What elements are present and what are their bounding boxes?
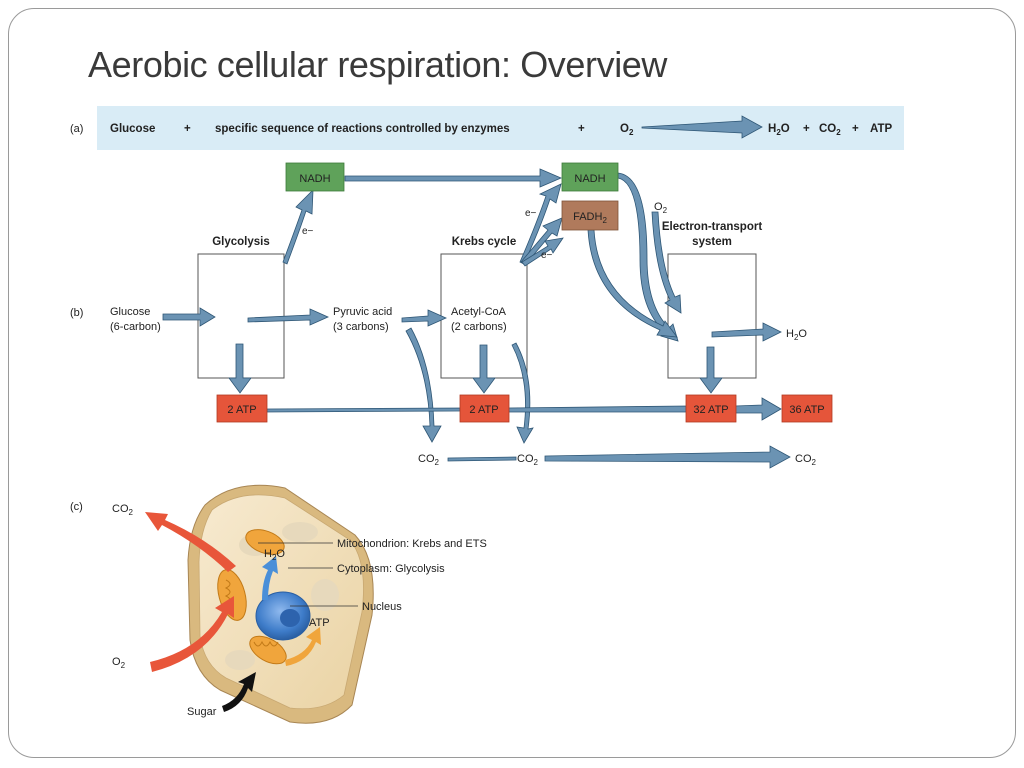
slide-title: Aerobic cellular respiration: Overview	[88, 44, 668, 85]
panel-a-letter: (a)	[70, 123, 83, 135]
atp-label-total: 36 ATP	[789, 404, 824, 416]
atp-line-1	[266, 407, 461, 413]
label-nucleus: Nucleus	[362, 601, 402, 613]
mitochondrion-top	[245, 529, 285, 555]
flow-arrows	[162, 168, 791, 469]
arrow-to-pyruvic	[247, 308, 329, 326]
panel-a-plus-2: +	[578, 123, 585, 135]
mitochondrion-bottom-cristae	[253, 640, 279, 647]
fadh-label: FADH2	[573, 211, 607, 225]
panel-a-reaction-arrow	[641, 115, 763, 139]
arrow-to-acetyl	[401, 309, 447, 327]
atp-box-total	[781, 394, 833, 423]
vesicle-4	[225, 650, 255, 670]
panel-a-glucose: Glucose	[110, 123, 155, 135]
ets-o2-label: O2	[654, 201, 668, 215]
acetyl-label-line1: Acetyl-CoA	[451, 306, 507, 318]
mitochondria	[217, 529, 287, 665]
panel-b-letter: (b)	[70, 307, 83, 319]
acetyl-label-line2: (2 carbons)	[451, 321, 507, 333]
panel-a: (a) Glucose + specific sequence of react…	[70, 106, 904, 150]
atp-label-krebs: 2 ATP	[469, 404, 498, 416]
nadh-box-krebs	[561, 162, 619, 192]
ets-h2o-label: H2O	[786, 328, 807, 342]
electron-label-krebs-1: e−	[525, 208, 537, 219]
panel-a-plus-3: +	[803, 123, 810, 135]
atp-label-glycolysis: 2 ATP	[227, 404, 256, 416]
co2-label-1: CO2	[418, 453, 440, 467]
nucleolus	[280, 609, 300, 627]
cell-atp-label: ATP	[309, 617, 330, 629]
arrow-to-36atp	[734, 397, 782, 421]
pyruvic-label-line2: (3 carbons)	[333, 321, 389, 333]
cell-o2-label: O2	[112, 656, 126, 670]
panel-a-atp: ATP	[870, 123, 892, 135]
arrow-atp-out	[285, 627, 321, 666]
atp-line-2	[507, 405, 687, 413]
arrow-ets-atp	[699, 346, 723, 394]
arrow-glycolysis-atp	[228, 343, 252, 394]
arrow-ets-h2o	[711, 322, 782, 342]
panel-c-letter: (c)	[70, 501, 83, 513]
arrow-glucose-in	[162, 307, 216, 327]
arrow-krebs-atp	[472, 344, 496, 394]
vesicle-2	[282, 522, 318, 542]
atp-box-glycolysis	[216, 394, 268, 423]
vesicle-3	[311, 579, 339, 611]
arrow-co2-out	[544, 445, 791, 469]
arrow-fadh-ets	[587, 229, 678, 338]
panel-b: (b) Glycolysis Krebs cycle Electron-tran…	[70, 162, 833, 469]
co2-label-3: CO2	[795, 453, 817, 467]
arrow-krebs-nadh	[519, 183, 562, 265]
atp-box-ets	[685, 394, 737, 423]
label-mitochondrion: Mitochondrion: Krebs and ETS	[337, 538, 487, 550]
electron-label-glycolysis: e−	[302, 226, 314, 237]
label-cytoplasm: Cytoplasm: Glycolysis	[337, 563, 445, 575]
pyruvic-label-line1: Pyruvic acid	[333, 306, 392, 318]
arrow-co2-out	[145, 512, 236, 572]
panel-a-h2o: H2O	[768, 123, 790, 137]
ets-title-line2: system	[692, 236, 732, 248]
arrow-nadh-ets	[617, 172, 679, 342]
arrow-krebs-e	[521, 237, 564, 267]
panel-a-plus-4: +	[852, 123, 859, 135]
co2-label-2: CO2	[517, 453, 539, 467]
cell-sugar-label: Sugar	[187, 706, 217, 718]
panel-c: (c) CO2 O2 H2O ATP	[70, 484, 487, 724]
arrow-pyruvic-co2	[405, 327, 442, 443]
arrow-o2-ets	[651, 211, 682, 314]
arrow-glycolysis-nadh	[282, 188, 314, 265]
arrow-nadh-to-nadh	[344, 168, 563, 188]
ets-title-line1: Electron-transport	[662, 221, 762, 233]
fadh-box	[561, 200, 619, 231]
glucose-label-line1: Glucose	[110, 306, 150, 318]
panel-a-sequence: specific sequence of reactions controlle…	[215, 123, 510, 135]
atp-label-ets: 32 ATP	[693, 404, 728, 416]
krebs-title: Krebs cycle	[452, 236, 517, 248]
arrow-h2o-out	[262, 556, 278, 600]
electron-label-krebs-2: e−	[541, 250, 553, 261]
co2-line-1	[447, 456, 517, 462]
arrow-sugar-in	[222, 672, 256, 712]
glycolysis-title: Glycolysis	[212, 236, 270, 248]
cell-co2-label: CO2	[112, 503, 134, 517]
panel-a-plus-1: +	[184, 123, 191, 135]
panel-a-banner	[97, 106, 904, 150]
nadh-label-glycolysis: NADH	[299, 173, 330, 185]
arrow-o2-in	[150, 596, 234, 672]
glucose-label-line2: (6-carbon)	[110, 321, 161, 333]
atp-box-krebs	[459, 394, 510, 423]
panel-a-co2: CO2	[819, 123, 841, 137]
arrow-acetyl-co2	[511, 342, 534, 444]
cell-h2o-label: H2O	[264, 548, 285, 562]
nadh-label-krebs: NADH	[574, 173, 605, 185]
panel-a-o2: O2	[620, 123, 634, 137]
nadh-box-glycolysis	[285, 162, 345, 192]
